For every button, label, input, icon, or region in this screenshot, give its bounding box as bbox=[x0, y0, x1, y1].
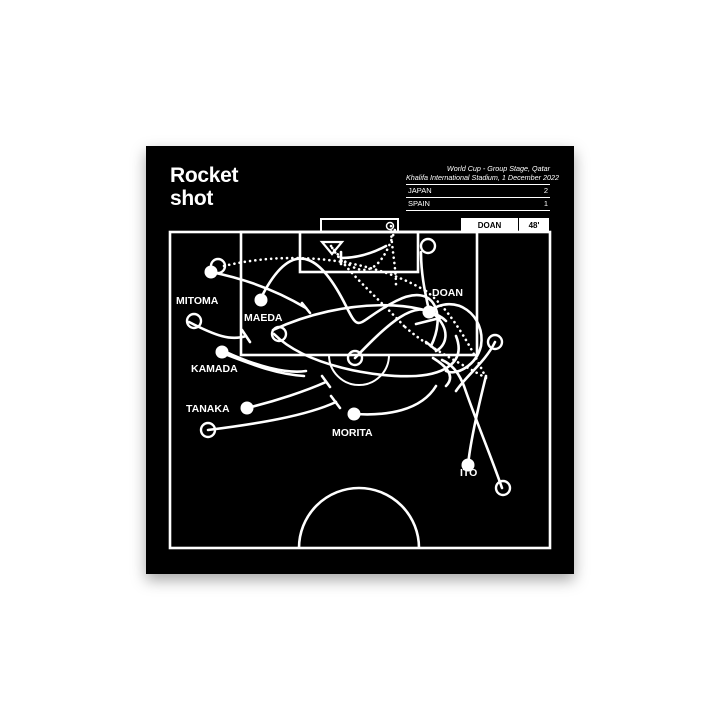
match-info: World Cup - Group Stage, Qatar Khalifa I… bbox=[406, 164, 560, 211]
player-marker-open bbox=[486, 333, 504, 351]
ball-path bbox=[222, 224, 488, 380]
ball-path-segment bbox=[329, 244, 406, 328]
player-marker-open bbox=[494, 479, 512, 497]
player-marker-maeda bbox=[254, 293, 268, 307]
team-score: 2 bbox=[543, 186, 548, 195]
ball-icon bbox=[385, 221, 395, 231]
run-end-marker bbox=[300, 301, 312, 315]
team-name: SPAIN bbox=[408, 199, 430, 208]
run-line bbox=[419, 250, 430, 308]
run-line bbox=[339, 244, 388, 260]
run-end-marker bbox=[329, 394, 342, 410]
ball-path-segment bbox=[402, 324, 488, 380]
run-end-marker bbox=[320, 374, 332, 389]
run-line bbox=[440, 358, 504, 490]
label-tanaka: TANAKA bbox=[186, 403, 230, 415]
run-line bbox=[353, 384, 438, 416]
run-end-markers bbox=[240, 250, 442, 410]
ball-path-segment bbox=[329, 224, 398, 272]
label-morita: MORITA bbox=[332, 427, 373, 439]
player-marker-open bbox=[419, 237, 437, 255]
run-line bbox=[206, 400, 338, 432]
run-end-marker bbox=[240, 328, 252, 344]
run-line bbox=[454, 340, 497, 393]
event-box: DOAN 48' bbox=[461, 218, 549, 232]
label-ito: ITO bbox=[460, 467, 477, 479]
run-line bbox=[245, 380, 328, 410]
run-line bbox=[258, 257, 439, 348]
shot-arrowhead bbox=[319, 240, 345, 256]
team-name: JAPAN bbox=[408, 186, 432, 195]
pitch-diagram: MITOMA MAEDA DOAN KAMADA TANAKA MORITA I… bbox=[168, 218, 552, 550]
player-marker-open bbox=[199, 421, 217, 439]
title-line-2: shot bbox=[170, 187, 214, 210]
player-marker-kamada bbox=[215, 345, 229, 359]
team-score: 1 bbox=[543, 199, 548, 208]
title-line-1: Rocket bbox=[170, 164, 239, 187]
player-marker-open bbox=[270, 325, 288, 343]
competition-text: World Cup - Group Stage, Qatar bbox=[446, 164, 550, 173]
label-maeda: MAEDA bbox=[244, 312, 283, 324]
ball-path-segment bbox=[389, 224, 398, 288]
player-marker-doan bbox=[422, 305, 436, 319]
label-kamada: KAMADA bbox=[191, 363, 238, 375]
player-runs bbox=[187, 244, 504, 490]
run-end-marker bbox=[424, 340, 438, 352]
run-line bbox=[431, 356, 452, 388]
event-player: DOAN bbox=[461, 218, 519, 232]
pitch-markings bbox=[168, 218, 552, 550]
play-title: Rocket shot bbox=[170, 164, 239, 210]
label-mitoma: MITOMA bbox=[176, 295, 219, 307]
center-circle bbox=[297, 486, 421, 549]
player-marker-tanaka bbox=[240, 401, 254, 415]
poster: Rocket shot World Cup - Group Stage, Qat… bbox=[146, 146, 574, 574]
player-marker-mitoma bbox=[204, 265, 218, 279]
event-minute: 48' bbox=[528, 220, 540, 230]
run-line bbox=[220, 351, 306, 378]
run-line bbox=[426, 302, 483, 374]
pitch-outline bbox=[168, 230, 552, 550]
player-marker-morita bbox=[347, 407, 361, 421]
run-line bbox=[209, 270, 308, 310]
player-marker-open bbox=[185, 312, 203, 330]
player-labels: MITOMA MAEDA DOAN KAMADA TANAKA MORITA I… bbox=[176, 287, 477, 479]
score-row-japan: JAPAN 2 bbox=[406, 184, 550, 197]
run-line bbox=[224, 350, 308, 373]
run-line bbox=[272, 332, 460, 378]
venue-text: Khalifa International Stadium, 1 Decembe… bbox=[406, 173, 560, 182]
run-line bbox=[187, 320, 248, 340]
goal bbox=[320, 218, 399, 233]
score-row-spain: SPAIN 1 bbox=[406, 197, 550, 211]
player-marker-open bbox=[346, 349, 364, 367]
players bbox=[185, 237, 512, 497]
penalty-arc bbox=[328, 354, 390, 386]
run-end-marker bbox=[414, 316, 442, 326]
run-line bbox=[466, 374, 488, 467]
player-marker-ito bbox=[461, 458, 475, 472]
label-doan: DOAN bbox=[432, 287, 463, 299]
